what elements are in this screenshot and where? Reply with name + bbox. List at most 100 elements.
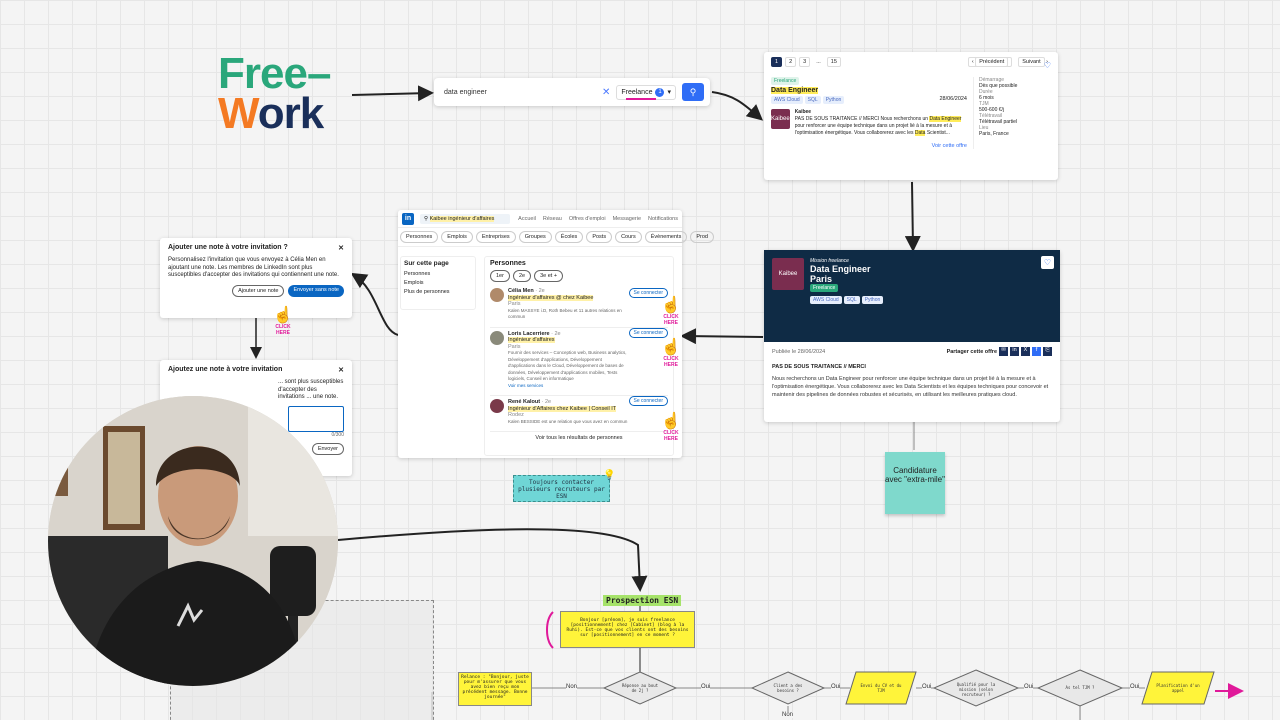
person-degree: · 2e bbox=[535, 288, 545, 294]
side-item-jobs[interactable]: Emplois bbox=[404, 280, 424, 286]
tab-people[interactable]: Personnes bbox=[400, 231, 439, 243]
nav-notifications[interactable]: Notifications bbox=[648, 215, 678, 222]
job-title[interactable]: Data Engineer bbox=[771, 87, 819, 94]
page-1[interactable]: 1 bbox=[771, 57, 783, 67]
clear-icon[interactable]: ✕ bbox=[601, 86, 611, 98]
services-link[interactable]: Voir mes services bbox=[508, 382, 544, 388]
copy-icon[interactable]: ⎘ bbox=[1043, 347, 1052, 356]
send-without-note-button[interactable]: Envoyer sans note bbox=[288, 284, 344, 297]
add-note-button[interactable]: Ajouter une note bbox=[232, 284, 285, 297]
decision-label: Client a des besoins ? bbox=[773, 683, 803, 693]
connect-button[interactable]: Se connecter bbox=[628, 288, 668, 298]
filter-3rd[interactable]: 3e et + bbox=[534, 270, 564, 282]
meta-key: TJM bbox=[979, 101, 989, 107]
edge-label-yes: Oui bbox=[1024, 684, 1034, 690]
x-icon[interactable]: X bbox=[1021, 347, 1030, 356]
lightbulb-icon: 💡 bbox=[603, 470, 616, 481]
mission-kicker: Mission freelance bbox=[810, 258, 849, 264]
person-note: Kalen MASSYE i.D, Roth Bebeu et 11 autre… bbox=[508, 307, 622, 320]
desc-part: Scientist... bbox=[926, 130, 950, 136]
add-note-modal: Ajouter une note à votre invitation ? ✕ P… bbox=[160, 238, 352, 318]
tab-events[interactable]: Évènements bbox=[644, 231, 688, 243]
connect-button[interactable]: Se connecter bbox=[628, 327, 668, 338]
modal-title: Ajoutez une note à votre invitation bbox=[168, 366, 283, 373]
avatar bbox=[490, 330, 504, 345]
edge-label-no: Non bbox=[566, 684, 578, 690]
person-name[interactable]: René Kalout bbox=[508, 399, 541, 405]
avatar bbox=[490, 288, 504, 302]
linkedin-nav: Accueil Réseau Offres d'emploi Messageri… bbox=[518, 216, 678, 222]
next-button[interactable]: Suivant › bbox=[1015, 57, 1051, 67]
connect-button[interactable]: Se connecter bbox=[628, 396, 668, 406]
see-offer-link[interactable]: Voir cette offre bbox=[931, 143, 967, 149]
linkedin-logo[interactable]: in bbox=[402, 212, 414, 225]
nav-messaging[interactable]: Messagerie bbox=[612, 215, 642, 222]
person-name[interactable]: Célia Men bbox=[508, 288, 534, 294]
page-2[interactable]: 2 bbox=[785, 57, 797, 67]
side-item-people[interactable]: Personnes bbox=[404, 271, 431, 277]
page-3[interactable]: 3 bbox=[799, 57, 811, 67]
mission-city: Paris bbox=[810, 274, 833, 284]
freework-logo: Free– Work bbox=[218, 52, 331, 136]
filter-1st[interactable]: 1er bbox=[490, 270, 510, 282]
decision-label: Qualifié pour la mission (selon recruteu… bbox=[956, 682, 996, 697]
meta-value: 6 mois bbox=[979, 95, 994, 101]
edge-label-yes: Oui bbox=[1130, 684, 1140, 690]
tab-courses[interactable]: Cours bbox=[615, 231, 642, 243]
skill-tag: Python bbox=[822, 96, 845, 104]
prev-button[interactable]: ‹ Précédent bbox=[967, 57, 1013, 67]
see-all-people-link[interactable]: Voir tous les résultats de personnes bbox=[490, 431, 668, 441]
person-row: René Kalout · 2e Ingénieur d'Affaires ch… bbox=[490, 395, 668, 425]
mail-icon[interactable]: ✉ bbox=[999, 347, 1008, 356]
pointer-hand-icon: ☝ bbox=[661, 413, 681, 430]
linkedin-search-input[interactable]: ⚲ Kaibee ingénieur d'affaires bbox=[420, 213, 510, 224]
nav-home[interactable]: Accueil bbox=[518, 215, 536, 222]
tab-posts[interactable]: Posts bbox=[586, 231, 613, 243]
linkedin-search-text: Kaibee ingénieur d'affaires bbox=[429, 215, 495, 222]
linkedin-icon[interactable]: in bbox=[1010, 347, 1019, 356]
close-icon[interactable]: ✕ bbox=[338, 245, 344, 252]
modal-title: Ajouter une note à votre invitation ? bbox=[168, 244, 288, 251]
side-item-more-people[interactable]: Plus de personnes bbox=[404, 289, 450, 295]
meta-key: Démarrage bbox=[979, 77, 1005, 83]
filter-2nd[interactable]: 2e bbox=[512, 270, 532, 282]
facebook-icon[interactable]: f bbox=[1032, 347, 1041, 356]
meta-value: Dès que possible bbox=[979, 83, 1018, 89]
tab-groups[interactable]: Groupes bbox=[518, 231, 552, 243]
search-input[interactable]: data engineer bbox=[444, 88, 487, 96]
tab-jobs[interactable]: Emplois bbox=[441, 231, 473, 243]
edge-label-no: Non bbox=[782, 712, 794, 718]
edge-label-yes: Oui bbox=[831, 684, 841, 690]
underline-mark bbox=[626, 98, 656, 100]
tip-note: Toujours contacter plusieurs recruteurs … bbox=[513, 475, 610, 502]
person-title: Ingénieur d'affaires bbox=[508, 337, 555, 343]
send-button[interactable]: Envoyer bbox=[311, 442, 344, 455]
filter-label: Freelance bbox=[621, 88, 653, 96]
logo-text-free: Free bbox=[218, 49, 308, 98]
next-label: Suivant bbox=[1018, 57, 1045, 67]
meta-value: 500-600 €/j bbox=[979, 107, 1005, 113]
page-15[interactable]: 15 bbox=[826, 57, 841, 67]
tab-schools[interactable]: Écoles bbox=[554, 231, 584, 243]
heart-icon[interactable]: ♡ bbox=[1043, 61, 1051, 70]
tab-products[interactable]: Prod bbox=[690, 231, 714, 243]
modal-body: Personnalisez l'invitation que vous envo… bbox=[168, 257, 339, 278]
search-button[interactable]: ⚲ bbox=[682, 83, 704, 101]
sticky-note: Candidature avec "extra-mile" bbox=[885, 452, 945, 514]
nav-network[interactable]: Réseau bbox=[542, 215, 562, 222]
side-title: Sur cette page bbox=[404, 260, 449, 267]
search-icon: ⚲ bbox=[689, 86, 697, 97]
heart-icon[interactable]: ♡ bbox=[1041, 256, 1054, 269]
desc-part: PAS DE SOUS TRAITANCE // MERCI Nous rech… bbox=[794, 116, 929, 122]
close-icon[interactable]: ✕ bbox=[338, 367, 344, 374]
note-textarea[interactable] bbox=[288, 405, 344, 432]
mission-title: Data Engineer bbox=[810, 264, 871, 274]
tab-companies[interactable]: Entreprises bbox=[475, 231, 516, 243]
linkedin-filter-tabs: Personnes Emplois Entreprises Groupes Éc… bbox=[398, 228, 714, 247]
person-name[interactable]: Loris Lacerriere bbox=[508, 330, 550, 337]
nav-jobs[interactable]: Offres d'emploi bbox=[568, 215, 606, 222]
